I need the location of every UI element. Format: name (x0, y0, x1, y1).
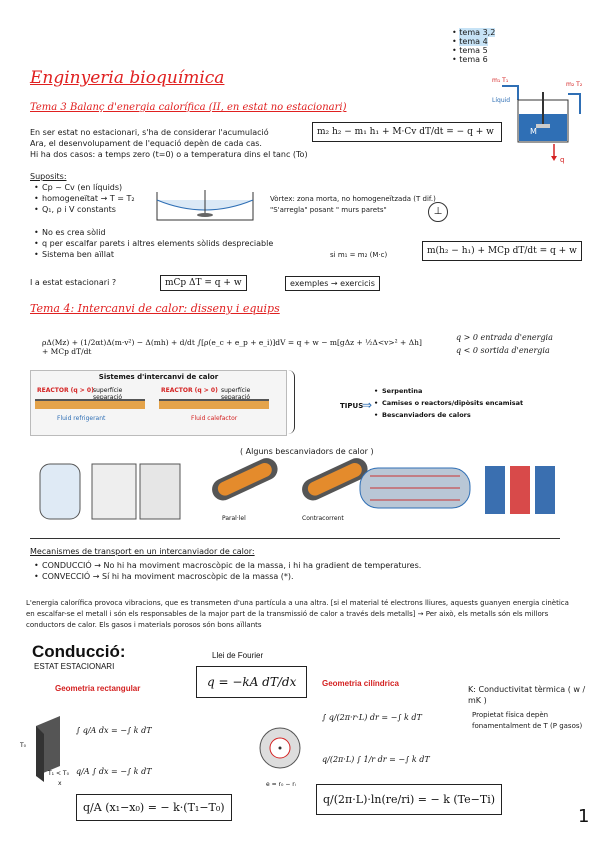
cyl-equation-2: q/(2π·L) ∫ 1/r dr = −∫ k dT (322, 755, 430, 764)
tema3-line: Hi ha dos casos: a temps zero (t=0) o a … (30, 150, 308, 159)
slab-t1: T₁ < T₀ (48, 770, 69, 777)
energy-balance-equation: m₂ h₂ − m₁ h₁ + M·Cv dT/dt = − q + w (312, 122, 502, 142)
topics-list: • tema 3,2 • tema 4 • tema 5 • tema 6 (452, 28, 496, 64)
tema3-line: Ara, el desenvolupament de l'equació dep… (30, 139, 262, 148)
tipus-list: Serpentina Camises o reactors/dipòsits e… (372, 385, 523, 421)
rect-equation-1: ∫ q/A dx = −∫ k dT (76, 726, 152, 735)
tank-label-liquid: Líquid (492, 97, 510, 104)
k-units: ( w / mK ) (468, 685, 586, 705)
general-energy-equation: ρΔ(Mz) + (1/2αt)Δ(m·v²) − Δ(mh) + d/dt ∫… (38, 332, 426, 362)
topic-label: tema 3,2 (459, 28, 496, 37)
tipus-label: TIPUS (340, 402, 364, 410)
paragraph: L'energia calorífica provoca vibracions,… (26, 599, 569, 629)
tank-label-mass: M (530, 127, 537, 136)
geo-cil-title: Geometria cilíndrica (322, 679, 399, 688)
reactor-right-label: REACTOR (q > 0) (161, 387, 218, 394)
mecanisme-item: CONVECCIÓ → Sí hi ha moviment macroscòpi… (34, 571, 572, 582)
page-number: 1 (578, 806, 590, 827)
vortex-sketch (155, 190, 255, 224)
estat-estacionari: ESTAT ESTACIONARI (34, 662, 115, 671)
mecanismes-title: Mecanismes de transport en un intercanvi… (30, 547, 255, 556)
vortex-circle-icon: ⊥ (428, 202, 448, 222)
tipus-brace (288, 370, 295, 434)
suposit-item: Q₁, ρ i V constants (34, 204, 332, 215)
fourier-label: Llei de Fourier (212, 651, 264, 660)
geo-rect-title: Geometria rectangular (55, 684, 141, 693)
topic-item: • tema 3,2 (452, 28, 496, 37)
cylinder-e: e = r₀ − rᵢ (266, 781, 296, 788)
topic-label: tema 5 (459, 46, 488, 55)
propietat-note: Propietat física depèn fonamentalment de… (472, 711, 583, 730)
q-negative: q < 0 sortida d'energia (456, 346, 550, 355)
tipus-arrow-icon: ⇒ (362, 398, 373, 412)
fourier-equation: q = −kA dT/dx (196, 666, 308, 698)
fluid-right-label: Fluid calefactor (191, 415, 238, 422)
suposit-item: Cp ~ Cv (en líquids) (34, 182, 332, 193)
conduccio-title: Conducció: (32, 642, 126, 661)
slab-sketch (30, 716, 70, 786)
suposit-item: q per escalfar parets i altres elements … (34, 238, 332, 249)
sistemes-panel: Sistemes d'intercanvi de calor REACTOR (… (30, 370, 287, 436)
slab-t0: T₀ (20, 742, 27, 749)
cyl-final-equation: q/(2π·L)·ln(re/ri) = − k (Te−Ti) (316, 784, 503, 815)
main-title: Enginyeria bioquímica (30, 68, 225, 88)
stationary-equation: mCp ΔT = q + w (160, 275, 247, 291)
tank-diagram: m₁ T₁ m₂ T₂ Líquid M q (488, 74, 588, 164)
tema3-text: En ser estat no estacionari, s'ha de con… (30, 127, 310, 160)
contracorrent-label: Contracorrent (302, 515, 344, 522)
examples-box: exemples → exercicis (285, 276, 380, 291)
tipus-item: Camises o reactors/dipòsits encamisat (374, 397, 523, 409)
q-sign-notes: q > 0 entrada d'energia q < 0 sortida d'… (456, 331, 553, 357)
tipus-item: Serpentina (374, 385, 523, 397)
fluid-left-label: Fluid refrigerant (57, 415, 106, 422)
suposits-list: Cp ~ Cv (en líquids) homogeneïtat → T = … (32, 182, 332, 260)
topic-item: • tema 5 (452, 46, 488, 55)
algunes-label: ( Alguns bescanviadors de calor ) (240, 447, 374, 456)
slab-x: x (58, 780, 62, 787)
tank-label-heat: q (560, 156, 564, 164)
suposit-item: Sistema ben aïllat (34, 249, 332, 260)
mecanismes-list: CONDUCCIÓ → No hi ha moviment macroscòpi… (32, 560, 572, 582)
tema3-title: Tema 3 Balanç d'energia calorífica (II, … (30, 102, 347, 113)
mecanisme-item: CONDUCCIÓ → No hi ha moviment macroscòpi… (34, 560, 572, 571)
exchanger-images (30, 456, 580, 526)
rect-final-equation: q/A (x₁−x₀) = − k·(T₁−T₀) (76, 794, 232, 821)
reactor-left-label: REACTOR (q > 0) (37, 387, 94, 394)
suposit-item: homogeneïtat → T = T₂ (34, 193, 332, 204)
suposits-label: Suposits: (30, 172, 67, 181)
topic-label: tema 4 (459, 37, 488, 46)
paralel-label: Paral·lel (222, 515, 246, 522)
si-condition: si m₁ = m₂ (M·c) (330, 251, 388, 259)
vortex-line: Vòrtex: zona morta, no homogeneïtzada (T… (270, 195, 436, 203)
suposit-item: No es crea sòlid (34, 227, 332, 238)
tank-label-inlet: m₁ T₁ (492, 77, 509, 84)
vortex-note: Vòrtex: zona morta, no homogeneïtzada (T… (270, 194, 470, 216)
superficie-right-label: superfície separació (221, 387, 251, 401)
estacionari-text: I a estat estacionari ? (30, 278, 117, 287)
k-text: K: Conductivitat tèrmica (468, 685, 566, 694)
topic-item: • tema 6 (452, 55, 488, 64)
tema3-line: En ser estat no estacionari, s'ha de con… (30, 128, 269, 137)
topic-item: • tema 4 (452, 37, 488, 46)
superficie-left-label: superfície separació (93, 387, 123, 401)
simplified-equation: m(h₂ − h₁) + MCp dT/dt = q + w (422, 241, 582, 261)
topic-label: tema 6 (459, 55, 488, 64)
q-positive: q > 0 entrada d'energia (456, 333, 553, 342)
section-divider (30, 538, 560, 539)
rect-equation-2: q/A ∫ dx = −∫ k dT (76, 767, 152, 776)
tank-label-outlet: m₂ T₂ (566, 81, 583, 88)
sistemes-title: Sistemes d'intercanvi de calor (98, 373, 219, 381)
tema4-title: Tema 4: Intercanvi de calor: disseny i e… (30, 302, 280, 315)
tipus-item: Bescanviadors de calors (374, 409, 523, 421)
k-label: K: Conductivitat tèrmica ( w / mK ) (468, 684, 588, 706)
cyl-equation-1: ∫ q/(2π·r·L) dr = −∫ k dT (322, 713, 422, 722)
vortex-line: "S'arregla" posant " murs parets" (270, 206, 387, 214)
cylinder-sketch (258, 726, 302, 770)
